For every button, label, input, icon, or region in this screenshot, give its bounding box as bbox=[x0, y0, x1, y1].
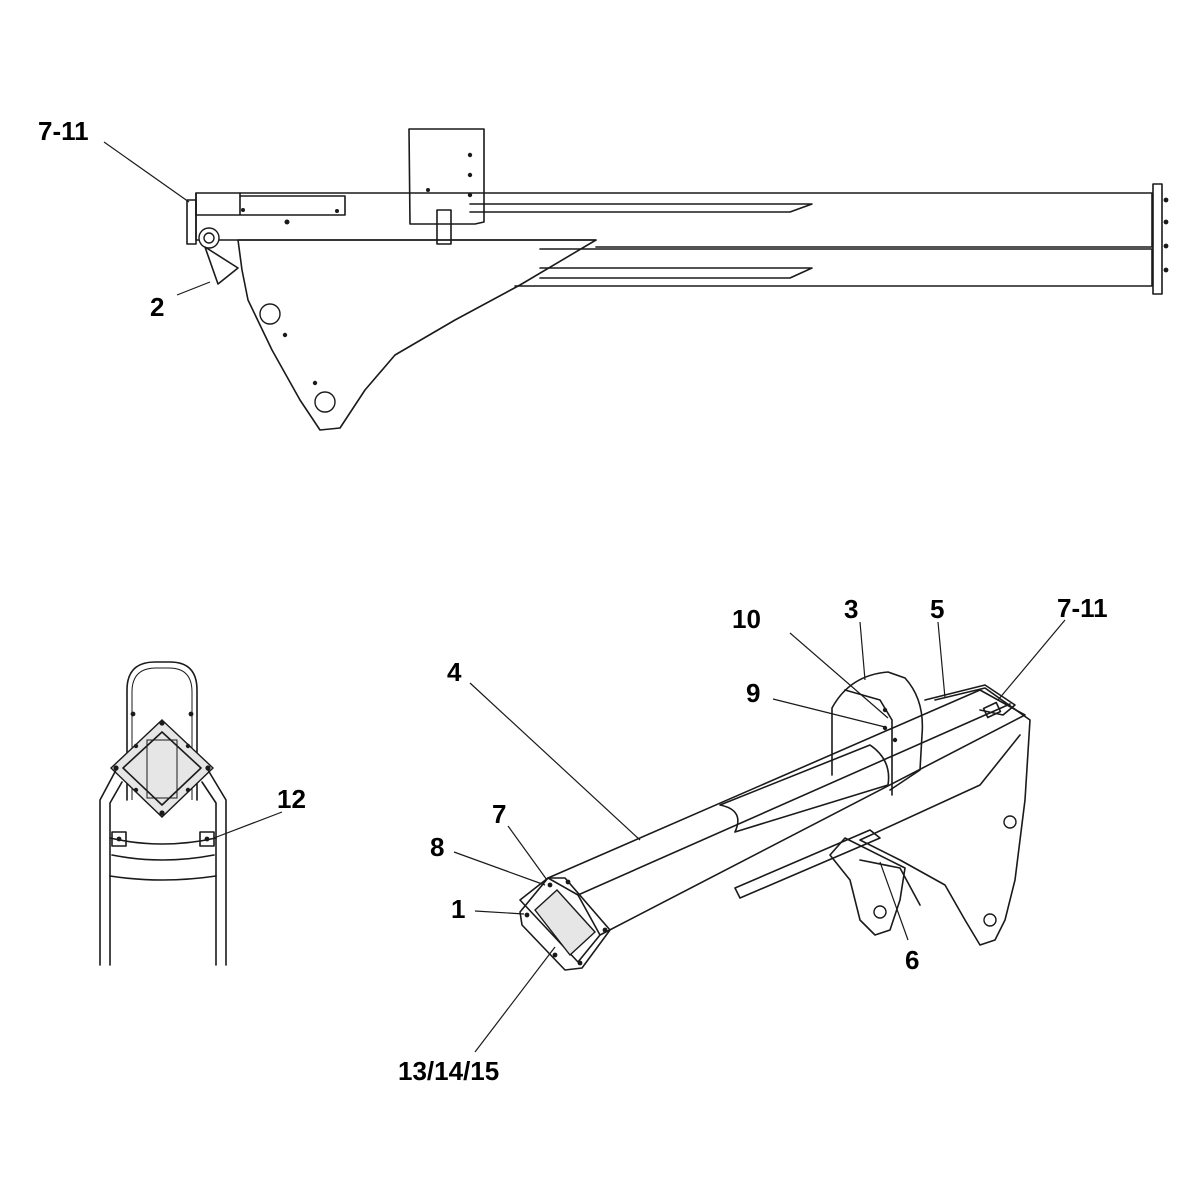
callout-13-14-15: 13/14/15 bbox=[398, 1056, 499, 1086]
callout-7-11-iso: 7-11 bbox=[1057, 593, 1108, 623]
side-view: 7-11 2 bbox=[38, 116, 1169, 431]
callout-2: 2 bbox=[150, 292, 164, 322]
callout-5: 5 bbox=[930, 594, 944, 624]
callout-6: 6 bbox=[905, 945, 919, 975]
callout-10: 10 bbox=[732, 604, 761, 634]
callout-8: 8 bbox=[430, 832, 444, 862]
callout-3: 3 bbox=[844, 594, 858, 624]
end-view: 12 bbox=[99, 661, 306, 966]
isometric-view: 4 10 9 3 5 7-11 7 8 1 6 13/14/15 bbox=[398, 593, 1108, 1086]
callout-12: 12 bbox=[277, 784, 306, 814]
callout-9: 9 bbox=[746, 678, 760, 708]
callout-4: 4 bbox=[447, 657, 462, 687]
callout-1: 1 bbox=[451, 894, 465, 924]
callout-7-11-side: 7-11 bbox=[38, 116, 89, 146]
callout-7: 7 bbox=[492, 799, 506, 829]
